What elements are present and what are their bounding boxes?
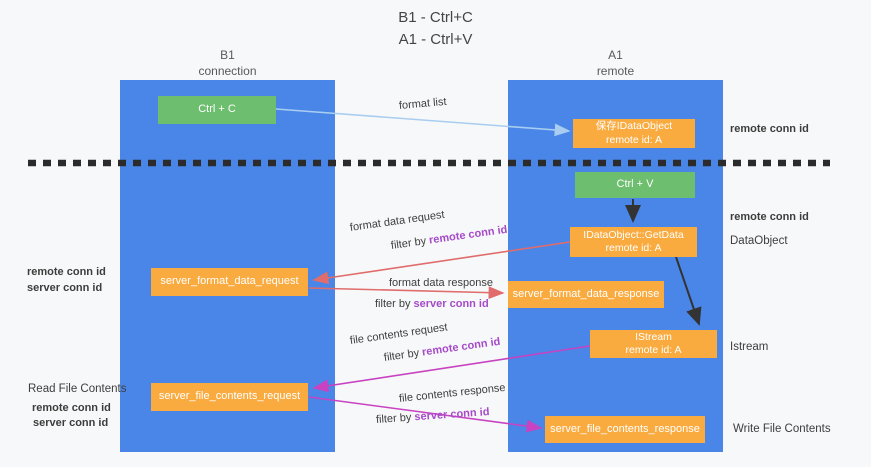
label-server-conn-id-left-2: server conn id bbox=[33, 417, 109, 429]
format-data-request-arrow bbox=[312, 241, 571, 285]
node-getdata-line1: IDataObject::GetData bbox=[583, 228, 684, 241]
node-save-idataobject: 保存IDataObject remote id: A bbox=[573, 119, 695, 148]
diagram-title: B1 - Ctrl+C A1 - Ctrl+V bbox=[0, 7, 871, 51]
label-read-file-contents: Read File Contents bbox=[28, 383, 127, 395]
node-save-idataobject-line1: 保存IDataObject bbox=[595, 120, 673, 133]
node-file-response-label: server_file_contents_response bbox=[550, 422, 700, 435]
lane-a1-title: A1 bbox=[608, 48, 623, 62]
filter-by-text: filter by bbox=[375, 298, 414, 310]
lane-a1-subtitle: remote bbox=[596, 63, 635, 78]
lane-b1-title: B1 bbox=[220, 48, 235, 62]
format-data-response-arrow bbox=[308, 286, 505, 300]
server-conn-id-text: server conn id bbox=[413, 298, 489, 310]
node-getdata-line2: remote id: A bbox=[605, 242, 662, 254]
node-format-response-label: server_format_data_response bbox=[512, 287, 660, 300]
label-remote-conn-id-top-right: remote conn id bbox=[730, 123, 809, 135]
node-server-file-contents-response: server_file_contents_response bbox=[545, 416, 705, 443]
file-contents-response-arrow bbox=[308, 396, 543, 433]
node-ctrl-c: Ctrl + C bbox=[158, 96, 276, 124]
title-line-2: A1 - Ctrl+V bbox=[398, 30, 473, 48]
lane-header-a1: A1 remote bbox=[508, 48, 723, 79]
format-list-arrow bbox=[275, 108, 571, 137]
node-server-format-data-request: server_format_data_request bbox=[151, 268, 308, 296]
label-dataobject: DataObject bbox=[730, 235, 788, 247]
label-istream: Istream bbox=[730, 341, 769, 353]
label-write-file-contents: Write File Contents bbox=[733, 423, 831, 435]
node-istream-line1: IStream bbox=[635, 330, 672, 343]
node-ctrl-v-label: Ctrl + V bbox=[616, 178, 654, 191]
node-ctrl-c-label: Ctrl + C bbox=[198, 103, 236, 116]
node-save-idataobject-line2: remote id: A bbox=[605, 133, 663, 146]
node-server-file-contents-request: server_file_contents_request bbox=[151, 383, 308, 411]
title-line-1: B1 - Ctrl+C bbox=[398, 9, 473, 26]
label-server-conn-id-left-1: server conn id bbox=[27, 282, 103, 294]
node-ctrl-v: Ctrl + V bbox=[575, 172, 695, 198]
node-idataobject-getdata: IDataObject::GetData remote id: A bbox=[570, 227, 697, 257]
label-format-data-response: format data response bbox=[389, 277, 493, 289]
file-contents-request-arrow bbox=[312, 345, 591, 393]
label-remote-conn-id-mid-right: remote conn id bbox=[730, 211, 809, 223]
lane-header-b1: B1 connection bbox=[120, 48, 335, 79]
node-server-format-data-response: server_format_data_response bbox=[508, 281, 664, 308]
label-filter-by-server-1: filter by server conn id bbox=[375, 298, 489, 310]
node-istream: IStream remote id: A bbox=[590, 330, 717, 358]
lane-b1-subtitle: connection bbox=[198, 63, 257, 78]
getdata-to-istream-arrow bbox=[675, 256, 702, 326]
label-remote-conn-id-left-2: remote conn id bbox=[32, 402, 111, 414]
node-file-request-label: server_file_contents_request bbox=[158, 390, 301, 403]
label-remote-conn-id-left-1: remote conn id bbox=[27, 266, 106, 278]
node-istream-line2: remote id: A bbox=[625, 344, 682, 356]
node-format-request-label: server_format_data_request bbox=[160, 275, 299, 288]
